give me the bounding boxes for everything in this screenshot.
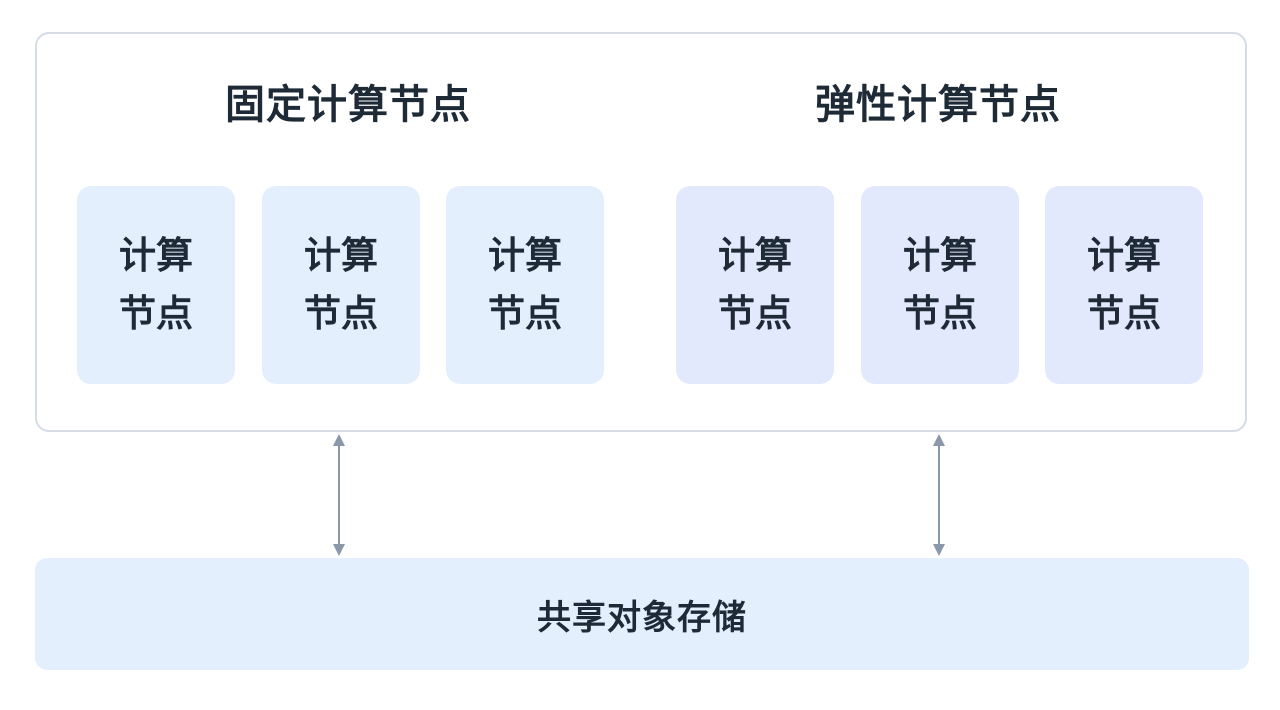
node-label: 计算节点 (488, 234, 562, 335)
arrow-head-down-icon (933, 544, 945, 556)
elastic-compute-node-1: 计算节点 (676, 186, 834, 384)
elastic-compute-node-2: 计算节点 (861, 186, 1019, 384)
node-label: 计算节点 (718, 234, 792, 335)
arrow-head-up-icon (333, 434, 345, 446)
node-label: 计算节点 (1087, 234, 1161, 335)
fixed-compute-nodes-title: 固定计算节点 (225, 82, 471, 128)
fixed-compute-node-3: 计算节点 (446, 186, 604, 384)
fixed-compute-node-1: 计算节点 (77, 186, 235, 384)
node-label: 计算节点 (304, 234, 378, 335)
elastic-compute-nodes-title: 弹性计算节点 (815, 82, 1061, 128)
fixed-compute-node-2: 计算节点 (262, 186, 420, 384)
shared-object-storage: 共享对象存储 (35, 558, 1249, 670)
arrow-head-down-icon (333, 544, 345, 556)
node-label: 计算节点 (119, 234, 193, 335)
elastic-compute-node-3: 计算节点 (1045, 186, 1203, 384)
storage-label: 共享对象存储 (537, 597, 747, 638)
bidirectional-arrow-elastic (933, 434, 945, 556)
node-label: 计算节点 (903, 234, 977, 335)
arrow-head-up-icon (933, 434, 945, 446)
bidirectional-arrow-fixed (333, 434, 345, 556)
